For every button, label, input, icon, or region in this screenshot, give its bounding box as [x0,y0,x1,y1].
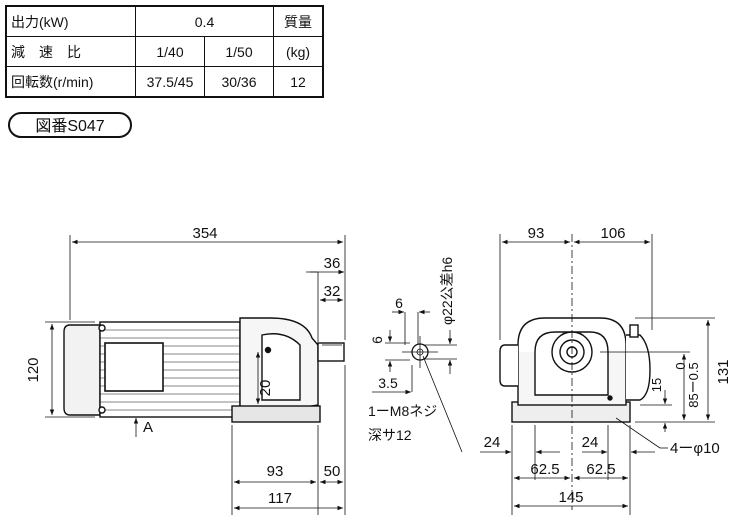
dim-base-117: 117 [268,490,292,507]
speed-b: 30/36 [204,66,274,98]
speed-a: 37.5/45 [135,66,205,98]
dim-key-depth: 6 [369,336,385,344]
dim-shaft-flange: 32 [324,283,341,300]
dim-side-15: 15 [649,378,664,392]
drawing-number-badge: 図番S047 [8,112,132,138]
side-view [499,317,651,423]
mass-header: 質量 [273,5,324,37]
tap-note-line1: 1ーM8ネジ [368,403,437,419]
front-dimensions [45,235,346,515]
dim-shaft-offset: 20 [257,380,274,397]
spec-row-ratio: 減 速 比 1/40 1/50 (kg) [5,36,324,67]
dim-base-50: 50 [324,463,341,480]
front-dimension-labels: 354 36 32 120 20 93 50 117 A [25,225,340,507]
dim-side-62-5-left: 62.5 [530,461,559,478]
ratio-label: 減 速 比 [5,36,136,67]
dim-side-145: 145 [558,489,583,506]
dim-side-0: 0 [673,362,688,369]
tap-note-line2: 深サ12 [368,427,412,443]
ratio-a: 1/40 [135,36,205,67]
dim-side-24-right: 24 [582,434,599,451]
dim-side-131: 131 [715,359,732,384]
output-value: 0.4 [135,5,274,37]
dim-overall-length: 354 [192,225,217,242]
side-dimension-labels: 93 106 131 85ー0.5 0 15 24 24 62.5 62.5 1… [484,225,732,506]
view-marker-a: A [143,419,153,436]
dim-side-93: 93 [528,225,545,242]
dim-shaft-diameter: φ22公差h6 [439,257,455,325]
dim-key-width: 6 [395,295,403,311]
mass-value: 12 [273,66,324,98]
spec-row-output: 出力(kW) 0.4 質量 [5,5,324,37]
dim-base-93: 93 [267,463,284,480]
front-view [63,317,345,423]
dim-side-85: 85ー0.5 [686,362,701,408]
side-dimensions [480,234,715,515]
dim-side-62-5-right: 62.5 [586,461,615,478]
dim-height: 120 [25,357,42,382]
dim-side-106: 106 [600,225,625,242]
dim-shaft-length: 36 [324,255,341,272]
spec-table: 出力(kW) 0.4 質量 減 速 比 1/40 1/50 (kg) 回転数(r… [5,5,324,98]
speed-label: 回転数(r/min) [5,66,136,98]
mass-unit: (kg) [273,36,324,67]
shaft-end-labels: 6 6 3.5 φ22公差h6 1ーM8ネジ 深サ12 [368,257,455,443]
dim-side-24-left: 24 [484,434,501,451]
dim-key-3-5: 3.5 [378,375,398,391]
shaft-end-detail [372,309,463,453]
spec-row-speed: 回転数(r/min) 37.5/45 30/36 12 [5,66,324,98]
ratio-b: 1/50 [204,36,274,67]
hole-note: 4ーφ10 [670,440,720,457]
